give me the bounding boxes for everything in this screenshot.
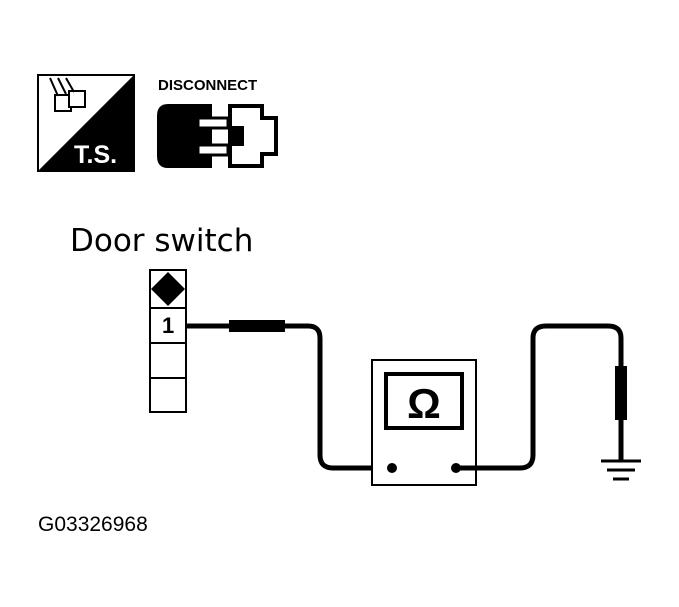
figure-code: G03326968 — [38, 513, 148, 536]
probe-right — [615, 366, 627, 420]
test-symbol-label: T.S. — [74, 141, 117, 169]
ohm-symbol: Ω — [407, 380, 441, 427]
ohmmeter-icon: Ω — [371, 359, 477, 486]
connector-icon: DISCONNECT — [157, 77, 278, 168]
test-lead-left — [186, 323, 388, 471]
connector-mark-diamond-icon — [151, 272, 185, 306]
component-title: Door switch — [70, 223, 253, 259]
door-switch-connector: 1 — [149, 269, 187, 413]
probe-left — [229, 320, 285, 332]
disconnect-label: DISCONNECT — [158, 77, 257, 94]
test-lead-right — [456, 323, 624, 471]
harness-test-icon: T.S. — [37, 74, 135, 172]
ground-icon — [601, 459, 641, 481]
pin-number: 1 — [162, 313, 174, 338]
